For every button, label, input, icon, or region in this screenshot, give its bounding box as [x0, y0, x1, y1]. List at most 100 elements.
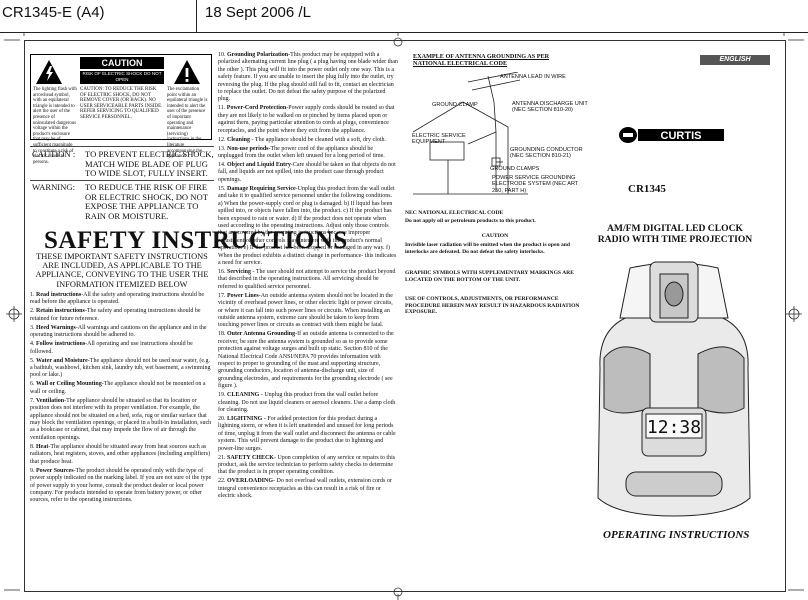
- item-text: -If an outside antenna is connected to t…: [218, 331, 394, 390]
- item-number: 15.: [218, 185, 226, 192]
- nec-title: NEC NATIONAL ELECTRICAL CODE: [405, 210, 504, 216]
- item-number: 18.: [218, 331, 226, 338]
- instruction-item: 3. Heed Warnings-All warnings and cautio…: [30, 325, 212, 340]
- item-heading: Cleaning: [227, 136, 251, 143]
- item-text: -The safety and operating instructions s…: [30, 308, 201, 322]
- antenna-grounding-diagram: [412, 72, 528, 195]
- lightning-warning-icon: [36, 60, 62, 84]
- item-number: 16.: [218, 268, 226, 275]
- item-text: -Care should be taken so that objects do…: [218, 162, 396, 183]
- item-text: -The power cord of the appliance should …: [218, 145, 385, 160]
- item-heading: Power Lines: [227, 292, 259, 299]
- curtis-logo: CURTIS: [619, 127, 724, 143]
- item-heading: Heed Warnings: [36, 324, 76, 331]
- operating-instructions-title: OPERATING INSTRUCTIONS: [603, 529, 750, 541]
- item-number: 20.: [218, 416, 226, 423]
- item-number: 12.: [218, 136, 226, 143]
- item-text: -All warnings and cautions on the applia…: [30, 324, 207, 339]
- fire-warning-text: TO REDUCE THE RISK OF FIRE OR ELECTRIC S…: [85, 182, 208, 221]
- item-heading: Non-use periods: [227, 145, 269, 152]
- instruction-item: 9. Power Sources-The product should be o…: [30, 468, 212, 505]
- item-heading: Outer Antenna Grounding: [227, 331, 296, 338]
- item-text: -All the safety and operating instructio…: [30, 292, 204, 306]
- print-header: CR1345-E (A4) 18 Sept 2006 /L: [0, 0, 808, 33]
- item-text: - The user should not attempt to service…: [218, 268, 396, 290]
- instruction-item: 6. Wall or Ceiling Mounting-The applianc…: [30, 381, 212, 396]
- label-ground-clamp: GROUND CLAMP: [432, 102, 478, 108]
- item-text: - Upon completion of any service or repa…: [218, 454, 396, 476]
- item-heading: SAFETY CHECK: [227, 454, 274, 461]
- item-heading: Damage Requiring Service: [227, 185, 296, 192]
- item-heading: LIGHTNING: [227, 416, 263, 423]
- caution-label: CAUTION :: [32, 149, 76, 159]
- graphic-symbols-text: GRAPHIC SYMBOLS WITH SUPPLEMENTARY MARKI…: [405, 270, 574, 283]
- item-heading: Heat: [36, 443, 49, 450]
- item-text: -All operating and use instructions shou…: [30, 341, 193, 355]
- item-heading: OVERLOADING: [227, 478, 274, 485]
- instruction-item: 22. OVERLOADING- Do not overload wall ou…: [218, 478, 398, 500]
- item-number: 21.: [218, 454, 226, 461]
- safety-subtitle: THESE IMPORTANT SAFETY INSTRUCTIONS ARE …: [35, 252, 209, 289]
- instruction-item: 12. Cleaning - The appliance should be c…: [218, 137, 398, 144]
- item-text: -An outside antenna system should not be…: [218, 292, 393, 329]
- item-text: -Power supply cords should be routed so …: [218, 105, 395, 134]
- caution-panel: The lighting flash with arrowhead symbol…: [30, 54, 212, 165]
- item-number: 6.: [30, 381, 35, 388]
- item-number: 7.: [30, 397, 35, 404]
- instruction-item: 13. Non-use periods-The power cord of th…: [218, 146, 398, 161]
- instructions-middle: 10. Grounding Polarization-This product …: [218, 52, 398, 502]
- item-text: - For added protection for this product …: [218, 416, 396, 452]
- instruction-item: 10. Grounding Polarization-This product …: [218, 52, 398, 104]
- item-number: 19.: [218, 392, 226, 399]
- label-grounding-conductor: GROUNDING CONDUCTOR (NEC SECTION 810-21): [510, 147, 583, 160]
- instruction-item: 8. Heat-The appliance should be situated…: [30, 444, 212, 466]
- item-number: 17.: [218, 292, 226, 299]
- label-lead-in: ANTENNA LEAD IN WIRE: [500, 74, 566, 80]
- item-number: 4.: [30, 341, 35, 348]
- item-heading: Ventilation: [36, 397, 65, 404]
- nec-text: Do not apply oil or petroleum products t…: [405, 218, 536, 224]
- brand-name: CURTIS: [661, 130, 702, 142]
- plug-caution-text: TO PREVENT ELECTRIC SHOCK, MATCH WIDE BL…: [85, 149, 214, 179]
- item-text: -The appliance should be situated away f…: [30, 443, 211, 465]
- instruction-item: 19. CLEANING - Unplug this product from …: [218, 392, 398, 414]
- doc-code: CR1345-E (A4): [2, 4, 105, 21]
- caution-heading: CAUTION: [80, 57, 164, 69]
- instruction-item: 2. Retain instructions-The safety and op…: [30, 308, 212, 323]
- item-heading: Servicing: [227, 268, 251, 275]
- item-text: -The appliance should not be mounted on …: [30, 381, 206, 395]
- label-ground-clamps: GROUND CLAMPS: [490, 166, 540, 172]
- product-title: AM/FM DIGITAL LED CLOCK RADIO WITH TIME …: [597, 223, 753, 245]
- item-number: 5.: [30, 357, 35, 364]
- controls-warning-text: USE OF CONTROLS, ADJUSTMENTS, OR PERFORM…: [405, 296, 580, 316]
- item-number: 2.: [30, 308, 35, 315]
- label-electrode-system: POWER SERVICE GROUNDING ELECTRODE SYSTEM…: [492, 175, 579, 194]
- instruction-item: 20. LIGHTNING - For added protection for…: [218, 416, 398, 453]
- instruction-item: 15. Damage Requiring Service-Unplug this…: [218, 186, 398, 267]
- item-text: - Unplug this product from the wall outl…: [218, 392, 396, 414]
- lightning-symbol-text: The lighting flash with arrowhead symbol…: [33, 87, 77, 165]
- item-text: -The appliance should be situated so tha…: [30, 397, 212, 441]
- item-heading: Wall or Ceiling Mounting: [36, 381, 102, 388]
- item-text: -Unplug this product from the wall outle…: [218, 185, 397, 266]
- label-service-equipment: ELECTRIC SERVICE EQUIPMENT: [412, 133, 466, 146]
- item-number: 22.: [218, 478, 226, 485]
- clock-display: 12:38: [647, 417, 701, 438]
- warning-label: WARNING:: [32, 182, 75, 192]
- item-heading: Grounding Polarization: [227, 52, 289, 58]
- laser-caution-text: Invisible laser radiation will be emitte…: [405, 242, 570, 255]
- item-number: 3.: [30, 324, 35, 331]
- doc-date: 18 Sept 2006 /L: [205, 4, 311, 21]
- instruction-item: 11. Power-Cord Protection-Power supply c…: [218, 105, 398, 135]
- item-heading: Read instructions: [36, 292, 82, 298]
- instruction-item: 7. Ventilation-The appliance should be s…: [30, 398, 212, 442]
- item-text: - Do not overload wall outlets, extensio…: [218, 478, 392, 500]
- instruction-item: 16. Servicing - The user should not atte…: [218, 269, 398, 291]
- language-tab: ENGLISH: [700, 55, 770, 65]
- instruction-item: 4. Follow instructions-All operating and…: [30, 341, 212, 356]
- item-number: 13.: [218, 145, 226, 152]
- item-heading: Object and Liquid Entry: [227, 162, 291, 169]
- crop-marks: [4, 32, 804, 600]
- clock-radio-illustration: 12:38: [597, 261, 751, 517]
- instruction-item: 18. Outer Antenna Grounding-If an outsid…: [218, 331, 398, 390]
